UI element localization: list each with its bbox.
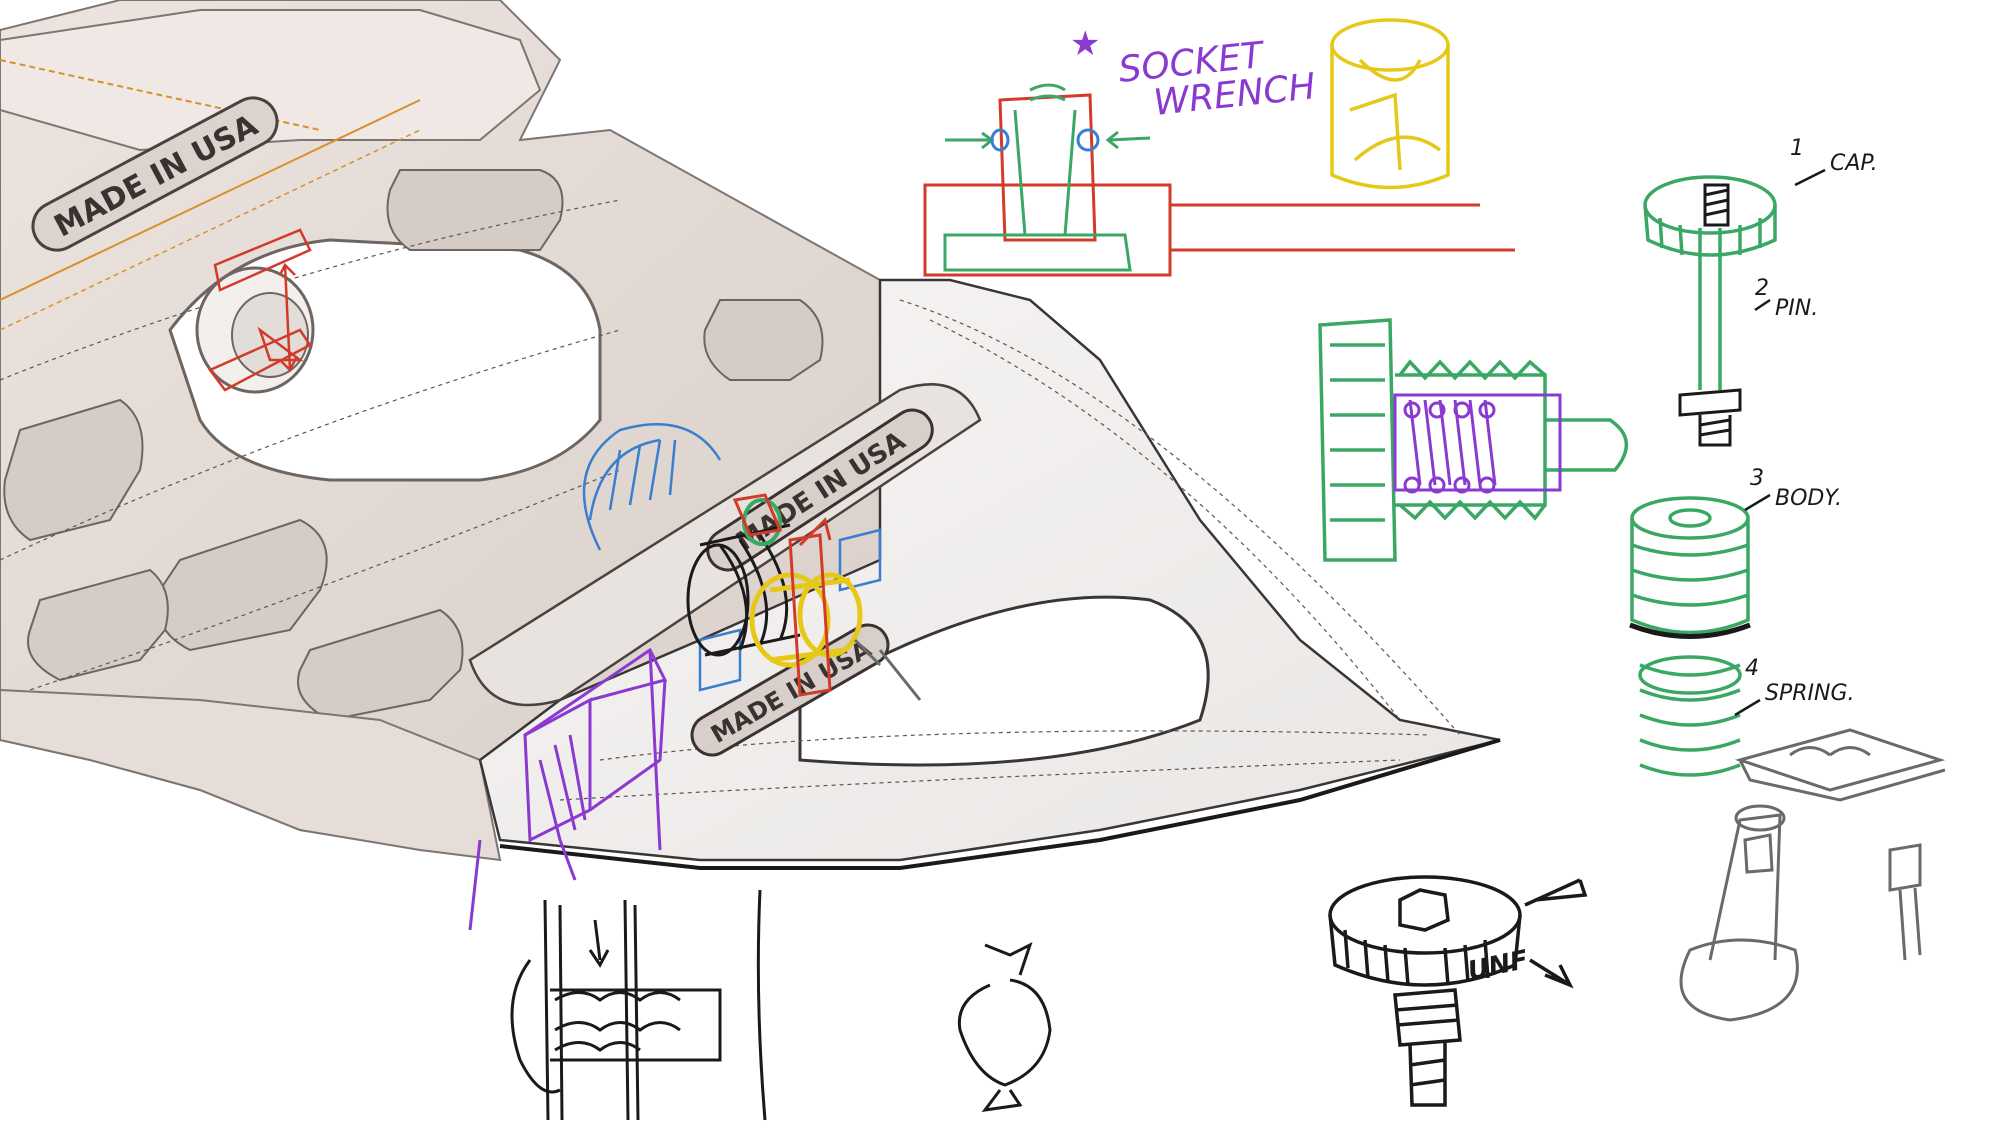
part-pin-screw (1678, 183, 1742, 447)
black-cylinder-sketch (686, 523, 801, 657)
yellow-ring-sketch (749, 572, 863, 668)
green-bolt-sketch (1318, 318, 1629, 562)
star-mark: ★ (1070, 24, 1100, 64)
black-section-sketch (510, 889, 767, 1121)
gray-post-sketch (1679, 804, 1922, 1022)
part-name-3: BODY. (1775, 486, 1842, 511)
yellow-cylinder-sketch (1330, 18, 1450, 190)
part-number-2: 2 (1755, 276, 1769, 301)
part-name-2: PIN. (1775, 296, 1818, 321)
handle-frame (0, 0, 992, 862)
socket-wrench-sketch: ★ SOCKET WRENCH (923, 24, 1515, 277)
part-name-1: CAP. (1830, 151, 1878, 176)
red-dimension-overlay (208, 228, 312, 392)
part-labels: 1 CAP. 2 PIN. 3 BODY. 4 SPRING. (1745, 136, 1878, 706)
label-leaders (1734, 168, 1826, 717)
part-number-4: 4 (1745, 656, 1759, 681)
gray-clip-sketch (1734, 728, 1946, 802)
body-black-ring (1629, 622, 1751, 639)
gray-pointer-lines (853, 638, 922, 701)
part-name-4: SPRING. (1765, 681, 1855, 706)
part-body-sketch (1630, 496, 1750, 777)
purple-spring-sketch (1393, 393, 1562, 494)
black-cap-sketch (1328, 875, 1588, 1107)
cap-stamp-text: UNF (1465, 945, 1531, 987)
part-number-3: 3 (1750, 466, 1764, 491)
part-number-1: 1 (1790, 136, 1804, 161)
blue-knob-sketch (582, 423, 882, 692)
red-pin-sketch (732, 493, 832, 697)
black-bead-sketch (957, 942, 1052, 1112)
part-cap-sketch (1643, 175, 1777, 390)
purple-box-sketch (468, 647, 668, 931)
